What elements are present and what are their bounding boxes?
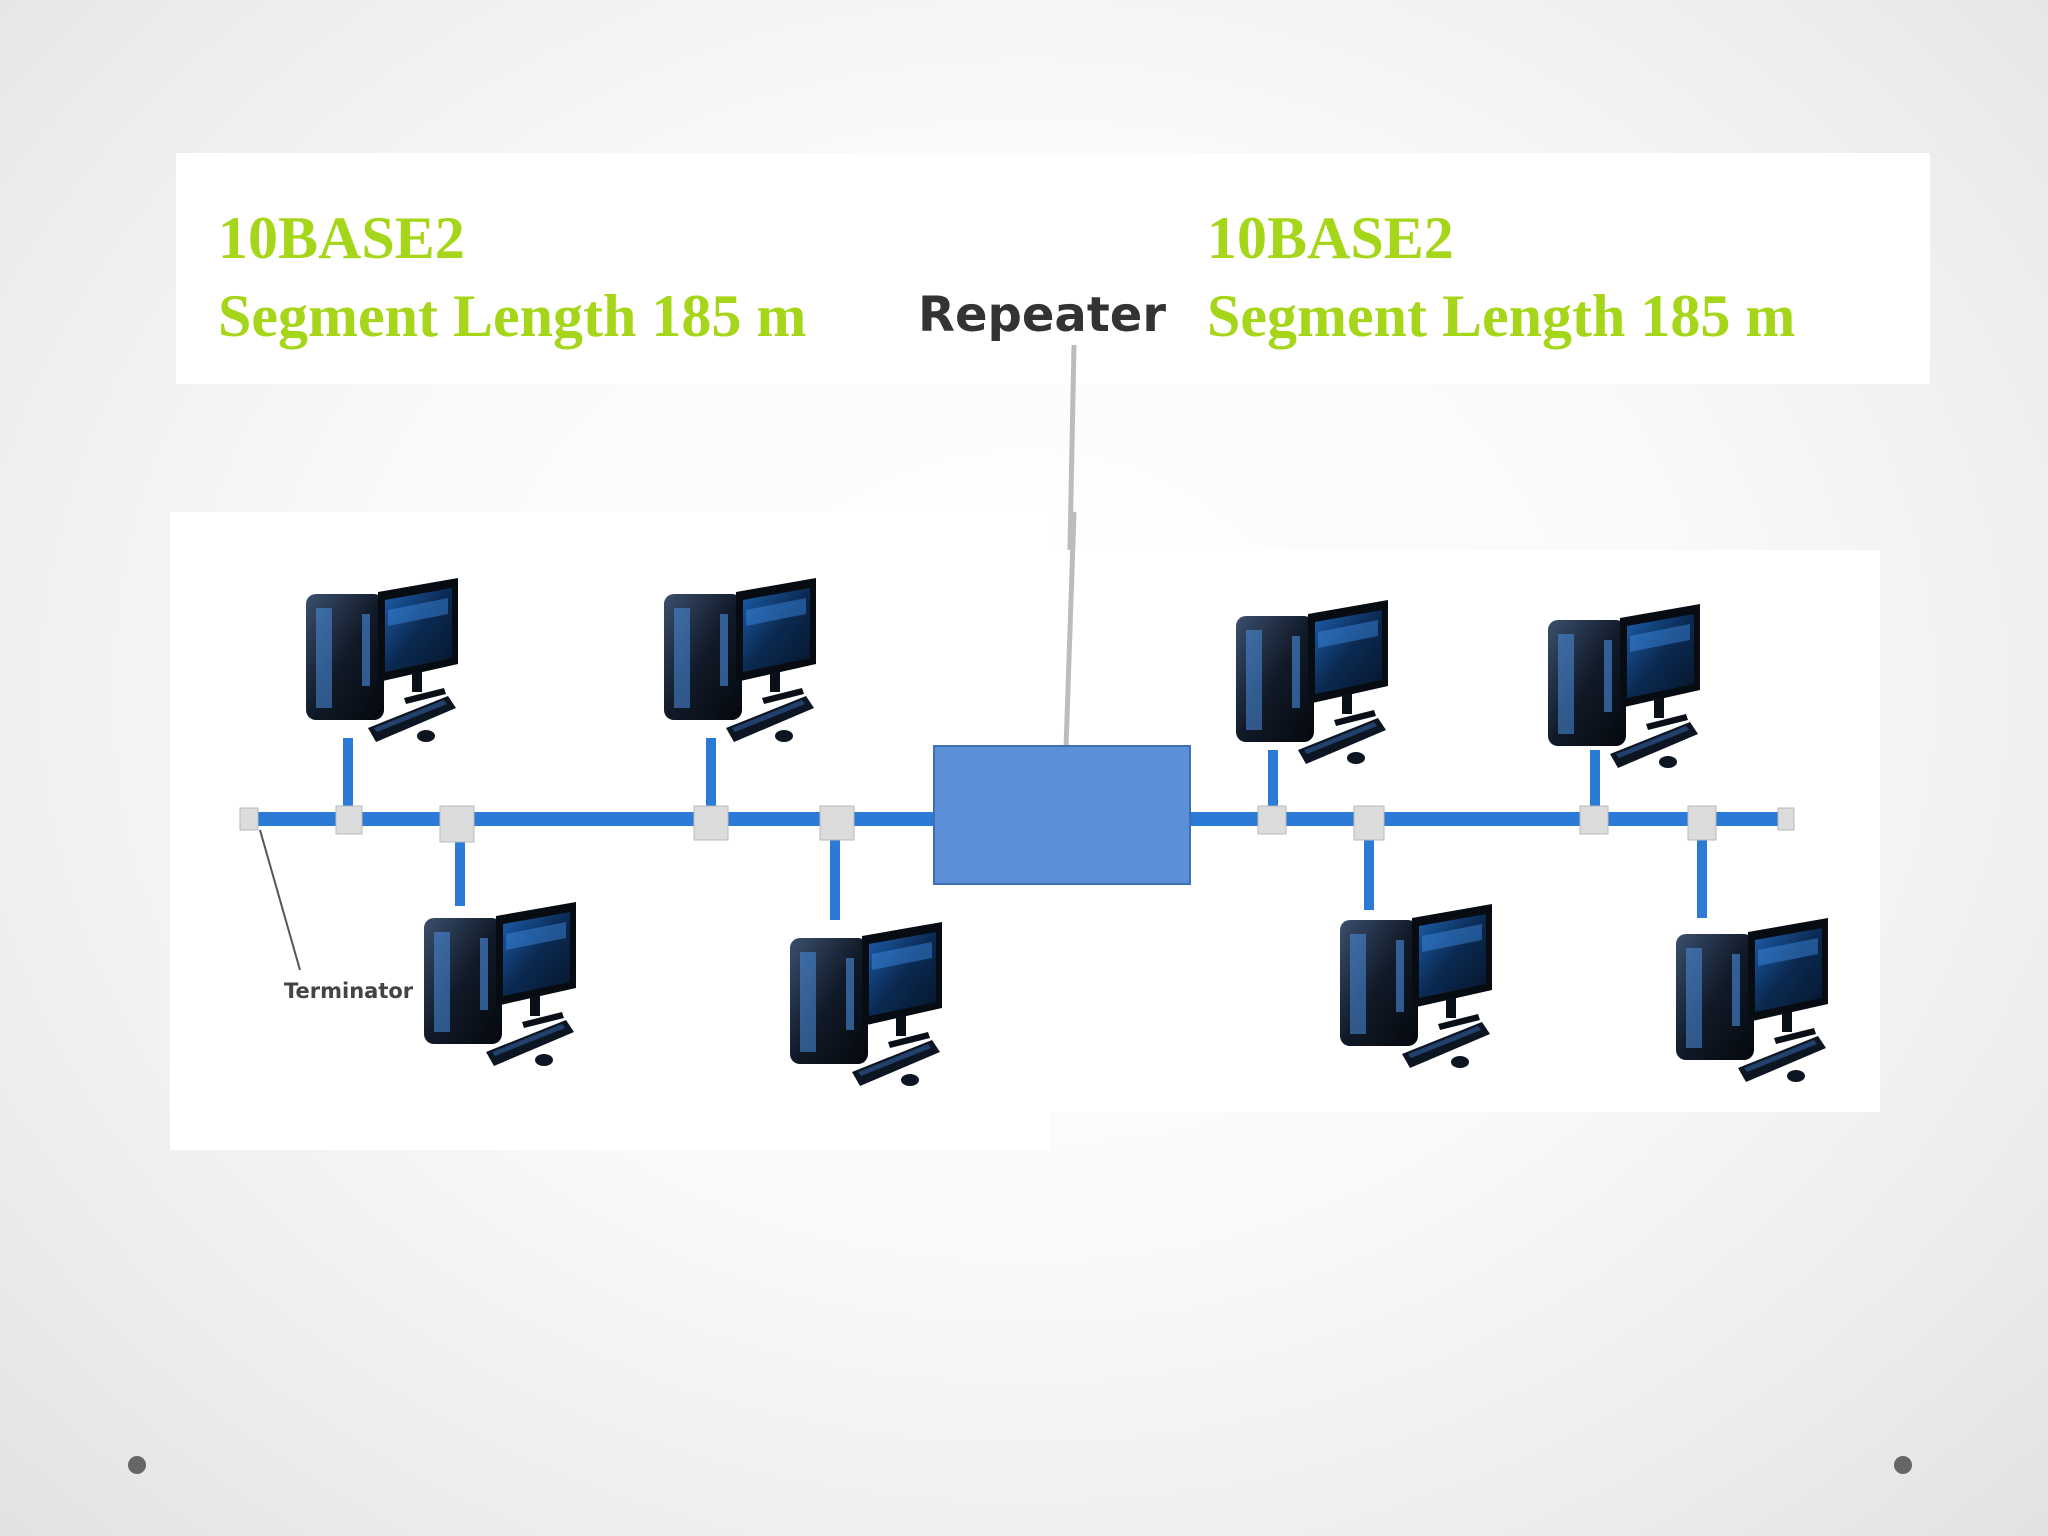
t-connector — [1257, 805, 1287, 835]
terminator-label: Terminator — [284, 979, 414, 1003]
terminator-left — [239, 807, 259, 831]
segment-right-label: 10BASE2 Segment Length 185 m — [1207, 199, 1795, 355]
segment-left-standard: 10BASE2 — [218, 205, 465, 271]
repeater-box — [933, 745, 1191, 885]
drop-cables — [343, 738, 1707, 920]
terminator-right — [1777, 807, 1795, 831]
t-connector — [819, 805, 855, 841]
bullet-dot-icon — [128, 1456, 146, 1474]
bus-cable-right — [1190, 812, 1786, 826]
drop-cable — [1590, 750, 1600, 814]
repeater-label: Repeater — [918, 287, 1166, 343]
segment-right-length: Segment Length 185 m — [1207, 283, 1796, 349]
segment-left-length: Segment Length 185 m — [218, 283, 807, 349]
drop-cable — [830, 824, 840, 920]
segment-left-label: 10BASE2 Segment Length 185 m — [218, 199, 806, 355]
segment-right-standard: 10BASE2 — [1207, 205, 1454, 271]
label-panel: 10BASE2 Segment Length 185 m Repeater 10… — [176, 153, 1930, 384]
t-connector — [1687, 805, 1717, 841]
bullet-dot-icon — [1894, 1456, 1912, 1474]
t-connector — [693, 805, 729, 841]
repeater-link-line-lower — [1063, 511, 1077, 749]
terminator-pointer — [259, 829, 301, 971]
t-connector — [335, 805, 363, 835]
drop-cable — [1268, 750, 1278, 814]
t-connector — [439, 805, 475, 843]
t-connector — [1353, 805, 1385, 841]
bus-cable-left — [248, 812, 936, 826]
t-connector — [1579, 805, 1609, 835]
drop-cable — [1697, 824, 1707, 918]
drop-cable — [455, 824, 465, 906]
connectors — [239, 805, 1795, 843]
drop-cable — [1364, 824, 1374, 910]
drop-cable — [706, 738, 716, 814]
drop-cable — [343, 738, 353, 814]
